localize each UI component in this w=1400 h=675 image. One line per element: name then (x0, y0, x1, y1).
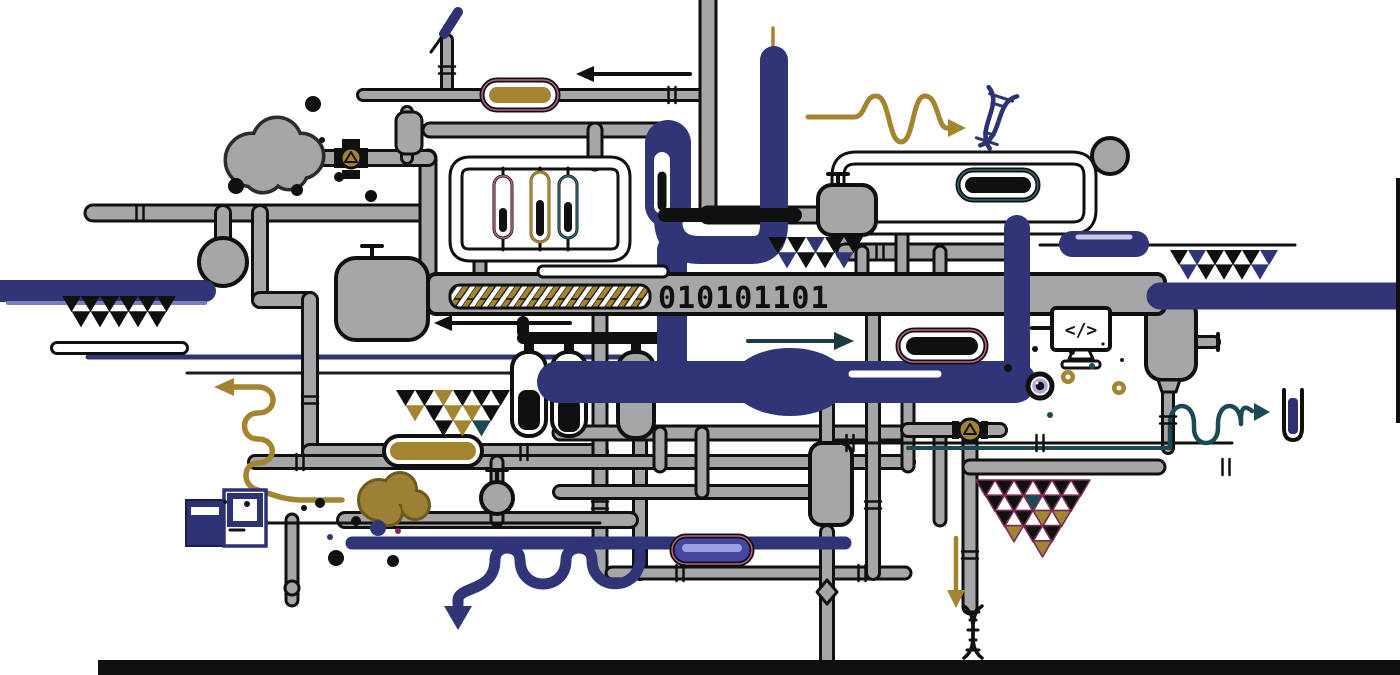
ball-fitting (1090, 136, 1130, 176)
icons-layer: </> (185, 7, 1304, 660)
down-arrow-icon (444, 606, 472, 630)
mini-vessel (394, 110, 424, 156)
right-edge-strip (1396, 178, 1400, 423)
gold-valve-icon (952, 417, 988, 443)
pipe-loop (833, 153, 1095, 233)
right-arrow-icon (834, 332, 854, 350)
code-glyph: </> (1065, 320, 1098, 341)
navy-coil-line (452, 542, 646, 612)
pump-column (808, 441, 854, 527)
valve-body (479, 480, 515, 516)
gold-down-arrow-icon (947, 590, 965, 608)
binary-label: 010101101 (658, 281, 830, 316)
valve-handle (485, 468, 509, 484)
ink-dots (223, 96, 1124, 567)
flow-arrows (434, 66, 965, 608)
left-arrow-icon (434, 315, 452, 331)
pen-icon (429, 7, 463, 54)
teal-coil-right (1167, 403, 1270, 451)
right-arrow-icon (948, 119, 966, 137)
navy-pipes (0, 26, 1400, 630)
navy-u-pipe (654, 46, 788, 264)
hatch-bar (448, 283, 652, 310)
gold-coil-top (805, 93, 966, 145)
storage-tank (334, 256, 430, 342)
dna-icon (974, 84, 1020, 151)
pump-body (816, 183, 878, 237)
sample-tubes (492, 170, 579, 244)
target-dot-icon (1025, 371, 1055, 401)
navy-pump-bulge (732, 348, 848, 416)
sample-frame (451, 158, 629, 260)
gold-coil-left (214, 378, 345, 503)
capsule-vessels (382, 77, 1041, 567)
test-tube-icon (1282, 388, 1304, 442)
liquid-vessels (510, 316, 666, 440)
analyzer-device-icon (185, 488, 268, 548)
flange-ticks (135, 65, 1231, 583)
ball-fitting (197, 236, 249, 288)
left-arrow-icon (214, 378, 234, 396)
right-arrow-icon (1254, 403, 1270, 421)
triangle-patterns (62, 237, 1278, 558)
left-arrow-icon (576, 66, 594, 82)
gold-donut-icon (1061, 370, 1126, 395)
four-way-valve-icon (334, 139, 368, 179)
bottom-bar (98, 660, 1400, 675)
monitor-code-icon: </> (1050, 306, 1112, 370)
dna-bottom-icon (962, 604, 984, 660)
